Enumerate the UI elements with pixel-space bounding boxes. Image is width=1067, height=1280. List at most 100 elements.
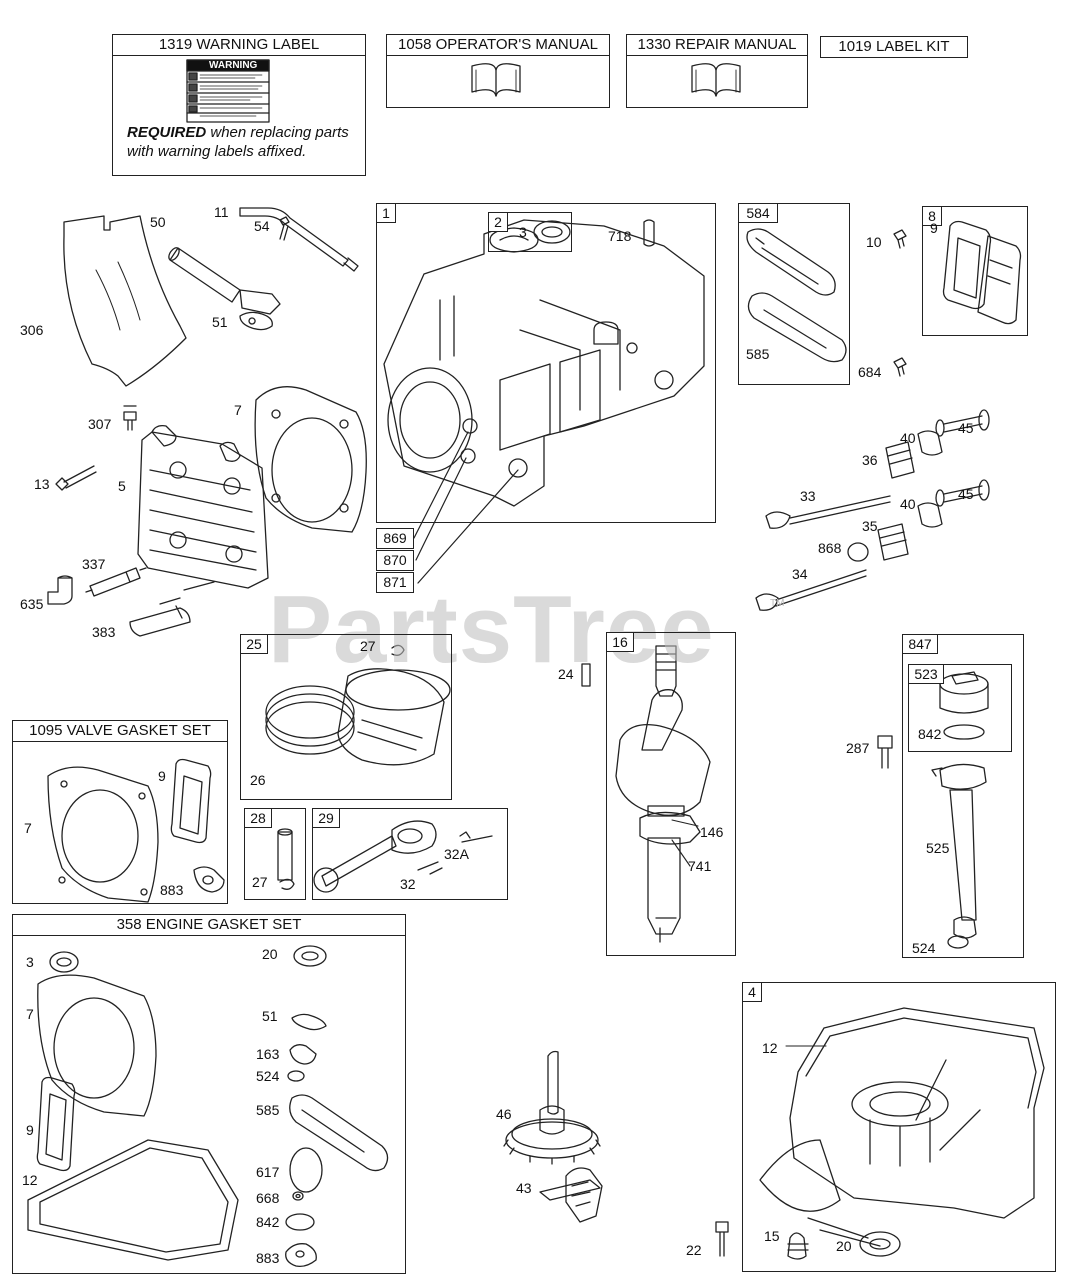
part-callout: 684 <box>858 364 882 380</box>
part-callout: 54 <box>254 218 270 234</box>
gasket-part <box>239 311 273 331</box>
cylinder-head-part <box>137 424 269 589</box>
gasket-group-box <box>738 203 850 385</box>
part-callout: 32 <box>400 876 416 892</box>
watermark-text: PartsTree <box>268 576 715 683</box>
warning-label-graphic <box>186 59 270 123</box>
piston-part <box>265 644 451 766</box>
part-callout: 35 <box>862 518 878 534</box>
part-callout: 635 <box>20 596 44 612</box>
rod-group-box <box>312 808 508 900</box>
repair-manual-box: 1330 REPAIR MANUAL <box>626 34 808 108</box>
part-callout: 22 <box>686 1242 702 1258</box>
part-callout: 40 <box>900 496 916 512</box>
seal-group-box <box>488 212 572 252</box>
label-kit-box: 1019 LABEL KIT <box>820 36 968 58</box>
head-gasket-part <box>254 386 367 533</box>
ref-tag: 16 <box>606 632 634 652</box>
key-part <box>581 663 591 687</box>
cover-group-box <box>922 206 1028 336</box>
screw-part <box>279 216 290 241</box>
watermark-trademark: TM <box>770 598 785 609</box>
plug-part <box>787 1232 809 1260</box>
bolt-part <box>55 465 97 491</box>
warning-note-line1: when replacing parts <box>206 124 349 141</box>
breather-tube-part <box>239 207 359 272</box>
part-callout: 524 <box>912 940 936 956</box>
tube-part <box>168 247 281 315</box>
part-callout: 7 <box>24 820 32 836</box>
part-callout: 9 <box>26 1122 34 1138</box>
part-callout: 9 <box>158 768 166 784</box>
part-callout: 26 <box>250 772 266 788</box>
part-callout: 585 <box>746 346 770 362</box>
warning-note: REQUIRED when replacing parts with warni… <box>127 123 349 161</box>
oil-seal-part <box>533 220 571 244</box>
part-callout: 50 <box>150 214 166 230</box>
part-callout: 883 <box>160 882 184 898</box>
ref-tag: 871 <box>376 572 414 593</box>
part-callout: 46 <box>496 1106 512 1122</box>
part-callout: 51 <box>262 1008 278 1024</box>
wrist-pin-group-box <box>244 808 306 900</box>
valve-gasket-set-box: 1095 VALVE GASKET SET <box>12 720 228 904</box>
dipstick-cap-group-box <box>908 664 1012 752</box>
screw-part <box>893 357 907 377</box>
part-callout: 337 <box>82 556 106 572</box>
engine-gasket-set-parts <box>27 945 389 1268</box>
part-callout: 718 <box>608 228 632 244</box>
part-callout: 45 <box>958 420 974 436</box>
warning-label-title: 1319 WARNING LABEL <box>113 35 365 56</box>
seal-part <box>859 1231 901 1257</box>
connecting-rod-part <box>313 820 493 893</box>
elbow-fitting-part <box>47 575 73 605</box>
part-callout: 741 <box>688 858 712 874</box>
breather-part <box>129 581 215 637</box>
part-callout: 32A <box>444 846 469 862</box>
part-callout: 20 <box>262 946 278 962</box>
part-callout: 9 <box>930 220 938 236</box>
valve-train-parts <box>755 409 990 611</box>
book-icon <box>691 63 741 97</box>
ref-tag: 8 <box>922 206 942 226</box>
ref-tag: 4 <box>742 982 762 1002</box>
part-callout: 883 <box>256 1250 280 1266</box>
part-callout: 12 <box>22 1172 38 1188</box>
part-callout: 842 <box>918 726 942 742</box>
warning-label-box: 1319 WARNING LABEL REQUIRED when replaci… <box>112 34 366 176</box>
warning-note-line2: with warning labels affixed. <box>127 143 307 160</box>
part-callout: 868 <box>818 540 842 556</box>
part-callout: 24 <box>558 666 574 682</box>
camshaft-gear-part <box>503 1050 601 1165</box>
ref-tag: 29 <box>312 808 340 828</box>
repair-manual-title: 1330 REPAIR MANUAL <box>627 35 807 56</box>
dipstick-group-box <box>902 634 1024 958</box>
part-callout: 34 <box>792 566 808 582</box>
book-icon <box>471 63 521 97</box>
part-callout: 33 <box>800 488 816 504</box>
warning-badge-text: WARNING <box>209 60 258 71</box>
ref-tag: 870 <box>376 550 414 571</box>
ref-tag: 584 <box>738 203 778 223</box>
part-callout: 3 <box>26 954 34 970</box>
part-callout: 13 <box>34 476 50 492</box>
part-callout: 7 <box>26 1006 34 1022</box>
part-callout: 45 <box>958 486 974 502</box>
ref-tag: 523 <box>908 664 944 684</box>
part-callout: 36 <box>862 452 878 468</box>
bolt-part <box>877 735 893 769</box>
spark-plug-part <box>85 567 147 597</box>
part-callout: 27 <box>252 874 268 890</box>
part-callout: 306 <box>20 322 44 338</box>
engine-block-part <box>383 219 705 507</box>
label-kit-title: 1019 LABEL KIT <box>838 38 950 55</box>
part-callout: 163 <box>256 1046 280 1062</box>
part-callout: 27 <box>360 638 376 654</box>
governor-part <box>539 1167 603 1223</box>
part-callout: 43 <box>516 1180 532 1196</box>
part-callout: 307 <box>88 416 112 432</box>
part-callout: 15 <box>764 1228 780 1244</box>
part-callout: 525 <box>926 840 950 856</box>
